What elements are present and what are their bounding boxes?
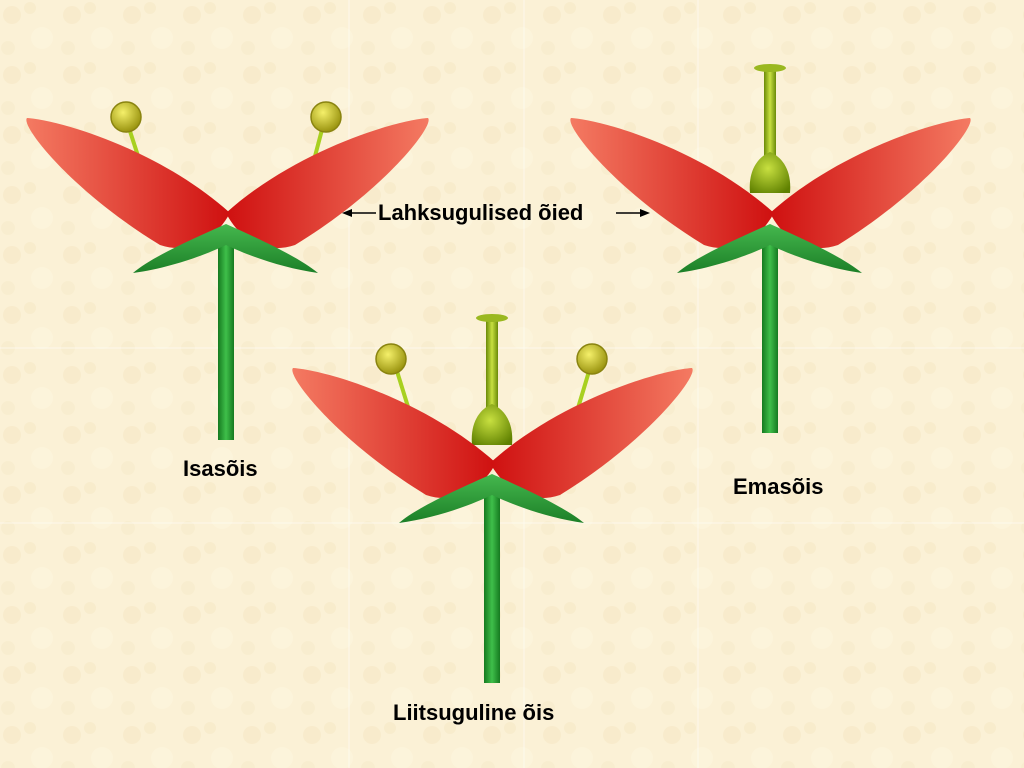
petal-left <box>26 118 230 249</box>
stem <box>484 490 500 683</box>
sepals <box>133 224 318 273</box>
petal-right <box>770 118 971 249</box>
unisexual-flowers-label: Lahksugulised õied <box>378 200 584 225</box>
ovary-icon <box>749 152 791 193</box>
anther-icon <box>375 343 407 375</box>
female-flower-label: Emasõis <box>733 474 824 499</box>
petal-left <box>570 118 774 249</box>
stigma-icon <box>476 314 508 322</box>
male-flower <box>26 101 429 440</box>
bisexual-flower <box>292 314 693 683</box>
stigma-icon <box>754 64 786 72</box>
ovary-icon <box>471 404 513 445</box>
style <box>764 70 776 165</box>
anther-icon <box>110 101 142 133</box>
stem <box>218 240 234 440</box>
female-flower <box>570 64 971 433</box>
petal-right <box>226 118 429 249</box>
arrow-left-icon <box>342 209 376 217</box>
style <box>486 320 498 415</box>
bisexual-flower-label: Liitsuguline õis <box>393 700 555 725</box>
anther-icon <box>576 343 608 375</box>
sepals <box>677 224 862 273</box>
sepals <box>399 474 584 523</box>
male-flower-label: Isasõis <box>183 456 258 481</box>
petal-right <box>490 368 693 499</box>
petal-left <box>292 368 496 499</box>
anther-icon <box>310 101 342 133</box>
pistil <box>749 64 791 193</box>
pistil <box>471 314 513 445</box>
stamens <box>375 343 608 411</box>
arrow-right-icon <box>616 209 650 217</box>
stem <box>762 240 778 433</box>
